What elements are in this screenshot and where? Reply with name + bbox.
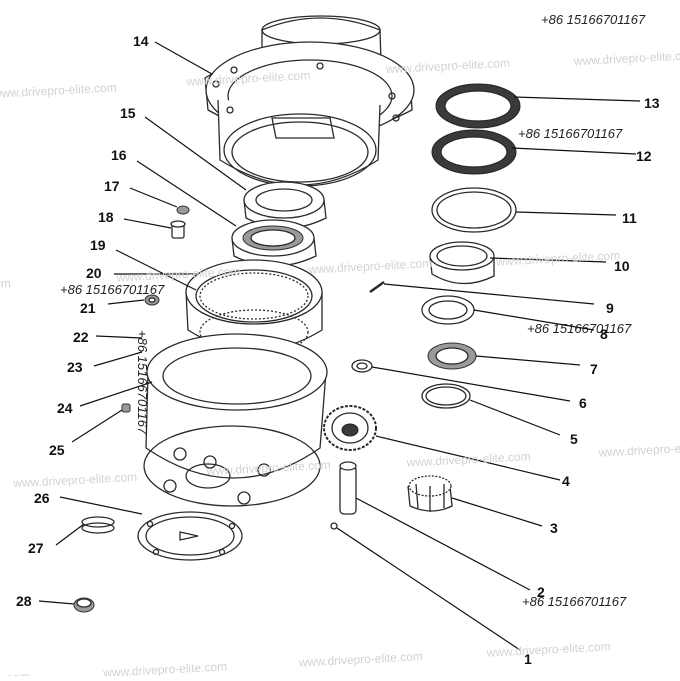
leader-lines [38, 41, 641, 651]
label-28: 28 [16, 593, 32, 609]
label-13: 13 [644, 95, 660, 111]
part-13-oil-seal [435, 83, 521, 129]
part-10-bearing [429, 241, 495, 285]
phone-text: +86 15166701167 [541, 12, 646, 27]
label-11: 11 [622, 210, 637, 226]
label-16: 16 [111, 147, 127, 163]
phone-text: +86 15166701167 [60, 282, 165, 297]
watermark-text: www.drivepro-elite.com [185, 68, 311, 89]
watermark-text: www.drivepro-elite.com [0, 80, 117, 101]
watermark-text: www.drivepro-elite.com [495, 248, 621, 269]
label-24: 24 [57, 400, 73, 416]
label-1: 1 [524, 651, 532, 667]
watermarks: www.drivepro-elite.com www.drivepro-elit… [0, 48, 680, 681]
part-7-bearing [427, 342, 477, 370]
label-5: 5 [570, 431, 578, 447]
phone-numbers: +86 15166701167 +86 15166701167 +86 1516… [60, 12, 646, 609]
part-8-ring [421, 295, 475, 325]
part-4-gear [323, 405, 377, 451]
label-26: 26 [34, 490, 50, 506]
label-20: 20 [86, 265, 102, 281]
label-7: 7 [590, 361, 598, 377]
label-4: 4 [562, 473, 570, 489]
watermark-text: www.drivepro-elite.com [115, 264, 241, 285]
label-15: 15 [120, 105, 136, 121]
label-25: 25 [49, 442, 65, 458]
watermark-text: www.drivepro-elite.com [405, 449, 531, 470]
part-25-plug [121, 403, 131, 413]
part-14-housing [204, 15, 415, 187]
label-10: 10 [614, 258, 630, 274]
label-8: 8 [600, 326, 608, 342]
watermark-text: www.drivepro-elite.com [307, 256, 433, 277]
part-6-washer [351, 359, 373, 373]
part-1-ball [330, 522, 338, 530]
part-9-pin [369, 280, 385, 294]
watermark-text: www.drivepro-elite.com [102, 659, 228, 676]
label-19: 19 [90, 237, 106, 253]
phone-text: +86 15166701167 [527, 321, 632, 336]
phone-text-vertical: +86 15166701167 [135, 330, 150, 435]
label-2: 2 [537, 584, 545, 600]
part-26-cover [137, 511, 243, 561]
label-12: 12 [636, 148, 652, 164]
label-3: 3 [550, 520, 558, 536]
part-28-cap [73, 597, 95, 613]
label-14: 14 [133, 33, 149, 49]
label-17: 17 [104, 178, 120, 194]
label-21: 21 [80, 300, 96, 316]
part-12-oil-seal [431, 129, 517, 175]
watermark-text: www.drivepro-elite.com [572, 48, 680, 69]
label-18: 18 [98, 209, 114, 225]
part-16-bearing [231, 219, 317, 267]
label-27: 27 [28, 540, 44, 556]
part-number-labels: 1 2 3 4 5 6 7 8 9 10 11 12 13 14 15 16 1… [16, 33, 660, 667]
watermark-text: www.drivepro-elite.com [0, 670, 30, 676]
part-21-bearing [144, 294, 160, 306]
watermark-text: www.drivepro-elite.com [0, 276, 11, 297]
watermark-text: www.drivepro-elite.com [205, 458, 331, 479]
part-24-lower-housing [143, 333, 328, 507]
label-9: 9 [606, 300, 614, 316]
label-22: 22 [73, 329, 89, 345]
watermark-text: www.drivepro-elite.com [298, 649, 424, 670]
part-5-snap-ring [421, 383, 471, 409]
watermark-text: www.drivepro-elite.com [597, 439, 680, 460]
phone-text: +86 15166701167 [522, 594, 627, 609]
watermark-text: www.drivepro-elite.com [12, 470, 138, 491]
watermark-text: www.drivepro-elite.com [485, 639, 611, 660]
label-23: 23 [67, 359, 83, 375]
part-18-plug [170, 220, 186, 239]
watermark-text: www.drivepro-elite.com [385, 56, 511, 77]
part-27-clip [81, 516, 115, 534]
part-11-ring [431, 187, 517, 233]
phone-text: +86 15166701167 [518, 126, 623, 141]
label-6: 6 [579, 395, 587, 411]
part-17-nut [176, 205, 190, 215]
part-3-gear [407, 475, 453, 512]
part-2-shaft [339, 461, 357, 515]
